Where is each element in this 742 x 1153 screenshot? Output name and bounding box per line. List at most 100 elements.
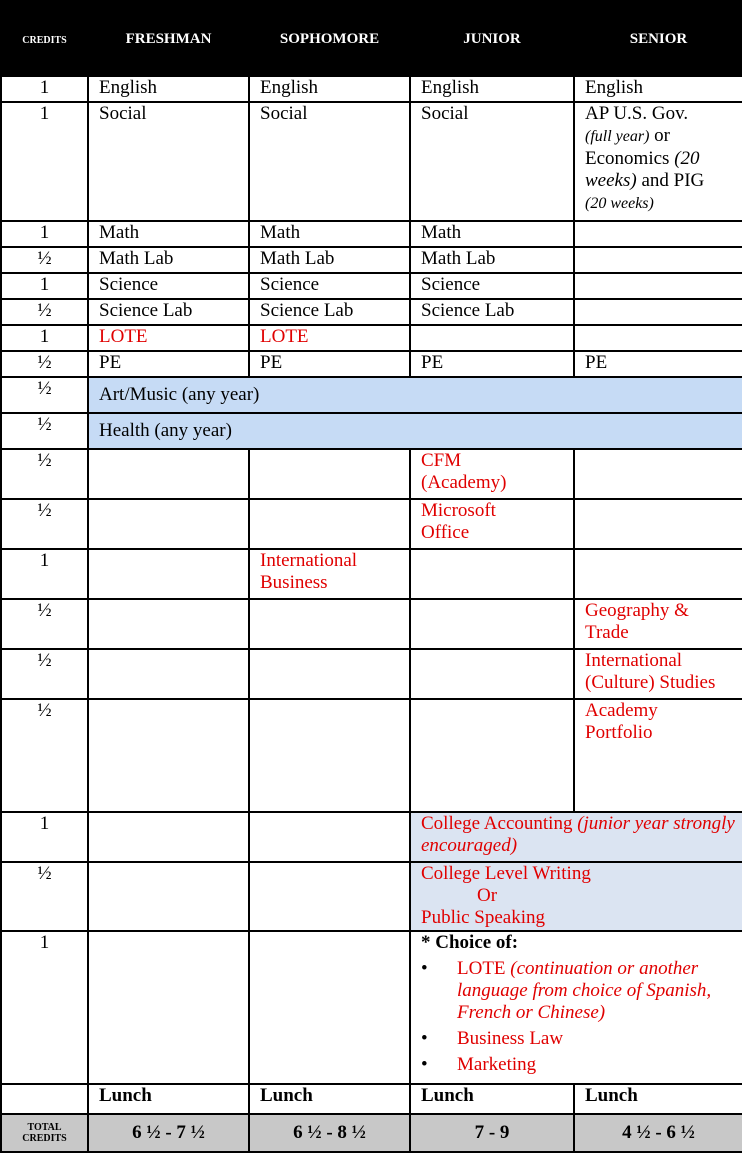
writing-or: Or bbox=[477, 885, 498, 906]
credit-cell: 1 bbox=[0, 324, 89, 352]
senior-social-course: AP U.S. Gov. bbox=[585, 103, 689, 124]
cell-freshman bbox=[87, 861, 250, 932]
row-college-accounting: 1 College Accounting (junior year strong… bbox=[0, 811, 742, 863]
cell-junior bbox=[409, 598, 575, 650]
cell-sophomore bbox=[248, 498, 411, 550]
choice-title: * Choice of: bbox=[421, 932, 519, 953]
cell-freshman: Social bbox=[87, 101, 250, 222]
row-social: 1 Social Social Social AP U.S. Gov.(full… bbox=[0, 101, 742, 222]
credit-cell: ½ bbox=[0, 376, 89, 414]
cell-freshman: LOTE bbox=[87, 324, 250, 352]
choice-item-lote: LOTE (continuation or another language f… bbox=[421, 958, 741, 1024]
cell-freshman bbox=[87, 930, 250, 1085]
writing-line1: College Level Writing bbox=[421, 863, 591, 884]
credit-cell: 1 bbox=[0, 101, 89, 222]
cell-senior bbox=[573, 272, 742, 300]
msoffice-line2: Office bbox=[421, 522, 470, 543]
cell-senior: English bbox=[573, 75, 742, 103]
cell-sophomore: Math bbox=[248, 220, 411, 248]
row-cfm: ½ CFM(Academy) bbox=[0, 448, 742, 500]
total-senior: 4 ½ - 6 ½ bbox=[573, 1113, 742, 1153]
cell-freshman: Science bbox=[87, 272, 250, 300]
credit-cell: ½ bbox=[0, 861, 89, 932]
cell-sophomore: Science bbox=[248, 272, 411, 300]
cell-freshman bbox=[87, 648, 250, 700]
cell-freshman: Math bbox=[87, 220, 250, 248]
cell-sophomore bbox=[248, 598, 411, 650]
cell-junior: English bbox=[409, 75, 575, 103]
choice-lote-note: (continuation or another language from c… bbox=[457, 958, 712, 1023]
cell-freshman bbox=[87, 498, 250, 550]
header-freshman: FRESHMAN bbox=[87, 0, 250, 77]
cell-sophomore: English bbox=[248, 75, 411, 103]
credit-cell: 1 bbox=[0, 548, 89, 600]
row-choice: 1 * Choice of: LOTE (continuation or ano… bbox=[0, 930, 742, 1085]
credit-cell: ½ bbox=[0, 412, 89, 450]
senior-social-note: (full year) bbox=[585, 128, 650, 145]
senior-social-or: or bbox=[649, 125, 670, 146]
choice-list: LOTE (continuation or another language f… bbox=[421, 958, 741, 1076]
senior-social-econ-note: (20 weeks) bbox=[585, 148, 700, 191]
header-credits: CREDITS bbox=[0, 0, 89, 77]
credit-cell: ½ bbox=[0, 448, 89, 500]
row-health: ½ Health (any year) bbox=[0, 412, 742, 450]
intl-business-line1: International bbox=[260, 550, 358, 571]
cell-junior: Math bbox=[409, 220, 575, 248]
row-international-studies: ½ International(Culture) Studies bbox=[0, 648, 742, 700]
total-freshman: 6 ½ - 7 ½ bbox=[87, 1113, 250, 1153]
cell-junior: CFM(Academy) bbox=[409, 448, 575, 500]
accounting-note: (junior year strongly encouraged) bbox=[421, 813, 735, 856]
cell-freshman: English bbox=[87, 75, 250, 103]
lunch-sophomore: Lunch bbox=[248, 1083, 411, 1115]
cell-senior bbox=[573, 498, 742, 550]
row-pe: ½ PE PE PE PE bbox=[0, 350, 742, 378]
credit-cell: ½ bbox=[0, 350, 89, 378]
credit-cell: ½ bbox=[0, 498, 89, 550]
credit-cell: 1 bbox=[0, 220, 89, 248]
cell-junior bbox=[409, 648, 575, 700]
portfolio-line2: Portfolio bbox=[585, 722, 653, 743]
credit-cell: ½ bbox=[0, 298, 89, 326]
cell-senior bbox=[573, 246, 742, 274]
cell-sophomore bbox=[248, 861, 411, 932]
row-english: 1 English English English English bbox=[0, 75, 742, 103]
cell-freshman bbox=[87, 598, 250, 650]
cell-freshman bbox=[87, 548, 250, 600]
cell-freshman bbox=[87, 448, 250, 500]
cell-sophomore: PE bbox=[248, 350, 411, 378]
total-sophomore: 6 ½ - 8 ½ bbox=[248, 1113, 411, 1153]
credit-cell: 1 bbox=[0, 811, 89, 863]
cell-junior bbox=[409, 324, 575, 352]
credit-cell: ½ bbox=[0, 598, 89, 650]
cell-freshman: Science Lab bbox=[87, 298, 250, 326]
cell-junior: Social bbox=[409, 101, 575, 222]
writing-line3: Public Speaking bbox=[421, 907, 546, 928]
cell-sophomore: LOTE bbox=[248, 324, 411, 352]
cell-senior: Geography &Trade bbox=[573, 598, 742, 650]
lunch-senior: Lunch bbox=[573, 1083, 742, 1115]
accounting-course: College Accounting bbox=[421, 813, 578, 834]
credit-cell: 1 bbox=[0, 272, 89, 300]
credit-cell: 1 bbox=[0, 930, 89, 1085]
cell-sophomore bbox=[248, 930, 411, 1085]
choice-item-business-law: Business Law bbox=[421, 1028, 741, 1050]
intl-studies-line1: International bbox=[585, 650, 683, 671]
choice-lote: LOTE bbox=[457, 958, 511, 979]
cell-freshman: Math Lab bbox=[87, 246, 250, 274]
cfm-line1: CFM bbox=[421, 450, 462, 471]
cell-freshman: PE bbox=[87, 350, 250, 378]
cell-junior bbox=[409, 698, 575, 813]
cell-choice: * Choice of: LOTE (continuation or anoth… bbox=[409, 930, 742, 1085]
credit-cell: 1 bbox=[0, 75, 89, 103]
cell-sophomore bbox=[248, 811, 411, 863]
credit-cell: ½ bbox=[0, 648, 89, 700]
